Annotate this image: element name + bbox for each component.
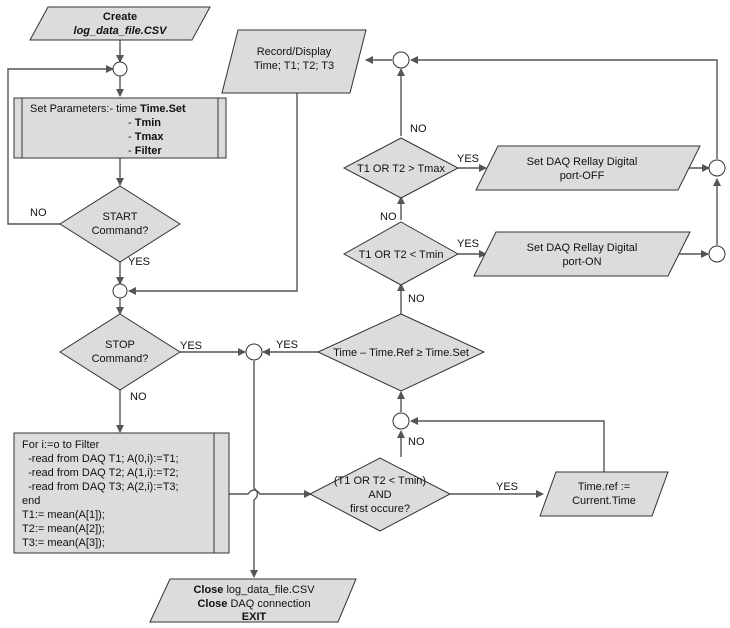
label-first-no: NO bbox=[408, 436, 425, 448]
time-decision: Time – Time.Ref ≥ Time.Set bbox=[316, 313, 486, 392]
tmax-text: T1 OR T2 > Tmax bbox=[357, 163, 445, 175]
start-line2: Command? bbox=[92, 225, 149, 237]
connector-3 bbox=[245, 343, 263, 361]
close-node: Close log_data_file.CSV Close DAQ connec… bbox=[149, 578, 357, 623]
edge-loop-to-first bbox=[229, 489, 312, 498]
relay-on-node: Set DAQ Rellay Digital port-ON bbox=[473, 231, 691, 277]
connector-7 bbox=[708, 245, 726, 263]
loop-line-5: end bbox=[22, 495, 40, 507]
first-line2: AND bbox=[368, 489, 391, 501]
label-first-yes: YES bbox=[496, 481, 518, 493]
record-line2: Time; T1; T2; T3 bbox=[254, 60, 334, 72]
first-line3: first occure? bbox=[350, 503, 410, 515]
stop-line2: Command? bbox=[92, 353, 149, 365]
label-time-yes: YES bbox=[276, 339, 298, 351]
tmin-decision: T1 OR T2 < Tmin bbox=[342, 221, 460, 286]
edge-record-to-c2 bbox=[128, 93, 298, 295]
close-line2: Close DAQ connection bbox=[197, 598, 310, 610]
label-tmin-yes: YES bbox=[457, 238, 479, 250]
label-tmax-yes: YES bbox=[457, 153, 479, 165]
label-time-no: NO bbox=[408, 293, 425, 305]
relay-on-line1: Set DAQ Rellay Digital bbox=[527, 242, 638, 254]
tmax-decision: T1 OR T2 > Tmax bbox=[342, 137, 460, 199]
label-tmin-no: NO bbox=[380, 211, 397, 223]
connector-1 bbox=[112, 61, 128, 77]
connector-2 bbox=[112, 283, 128, 299]
record-line1: Record/Display bbox=[257, 46, 332, 58]
relay-off-line2: port-OFF bbox=[560, 170, 605, 182]
create-line1: Create bbox=[103, 11, 137, 23]
create-node: Create log_data_file.CSV bbox=[29, 6, 211, 41]
start-decision: START Command? bbox=[59, 185, 181, 263]
label-tmax-no: NO bbox=[410, 123, 427, 135]
connector-6 bbox=[708, 159, 726, 177]
params-filter: - Filter bbox=[128, 145, 162, 157]
loop-block: For i:=o to Filter -read from DAQ T1; A(… bbox=[13, 432, 230, 554]
timeref-line1: Time.ref := bbox=[578, 481, 630, 493]
edge-c3-to-close bbox=[250, 361, 259, 578]
loop-line-4: -read from DAQ T3; A(2,i):=T3; bbox=[22, 481, 179, 493]
loop-line-6: T1:= mean(A[1]); bbox=[22, 509, 105, 521]
label-stop-no: NO bbox=[130, 391, 147, 403]
label-start-no: NO bbox=[30, 207, 47, 219]
timeref-node: Time.ref := Current.Time bbox=[539, 471, 669, 517]
loop-line-3: -read from DAQ T2; A(1,i):=T2; bbox=[22, 467, 179, 479]
loop-line-2: -read from DAQ T1; A(0,i):=T1; bbox=[22, 453, 179, 465]
close-line3: EXIT bbox=[242, 611, 267, 623]
time-text: Time – Time.Ref ≥ Time.Set bbox=[333, 347, 469, 359]
branch-labels: NO YES YES NO YES NO NO YES YES NO NO YE… bbox=[30, 123, 518, 493]
loop-line-8: T3:= mean(A[3]); bbox=[22, 537, 105, 549]
edge-timeref-to-c4 bbox=[410, 417, 605, 480]
label-stop-yes: YES bbox=[180, 340, 202, 352]
loop-line-1: For i:=o to Filter bbox=[22, 439, 100, 451]
stop-line1: STOP bbox=[105, 339, 135, 351]
timeref-line2: Current.Time bbox=[572, 495, 636, 507]
relay-off-node: Set DAQ Rellay Digital port-OFF bbox=[475, 145, 701, 191]
connector-5 bbox=[392, 51, 410, 69]
close-line1: Close log_data_file.CSV bbox=[193, 584, 315, 596]
label-start-yes: YES bbox=[128, 256, 150, 268]
first-decision: (T1 OR T2 < Tmin) AND first occure? bbox=[308, 457, 452, 532]
create-line2: log_data_file.CSV bbox=[74, 25, 169, 37]
first-line1: (T1 OR T2 < Tmin) bbox=[334, 475, 426, 487]
start-line1: START bbox=[102, 211, 137, 223]
edge-c6-to-c5 bbox=[410, 56, 718, 159]
params-node: Set Parameters:- time Time.Set - Tmin - … bbox=[13, 97, 227, 159]
edge-start-no-loop bbox=[7, 65, 114, 225]
params-line1: Set Parameters:- time Time.Set bbox=[30, 103, 186, 115]
loop-line-7: T2:= mean(A[2]); bbox=[22, 523, 105, 535]
connector-4 bbox=[392, 412, 410, 430]
params-tmax: - Tmax bbox=[128, 131, 164, 143]
relay-on-line2: port-ON bbox=[562, 256, 601, 268]
tmin-text: T1 OR T2 < Tmin bbox=[359, 249, 444, 261]
params-tmin: - Tmin bbox=[128, 117, 161, 129]
connectors bbox=[112, 51, 726, 430]
relay-off-line1: Set DAQ Rellay Digital bbox=[527, 156, 638, 168]
edges bbox=[7, 40, 721, 578]
record-display-node: Record/Display Time; T1; T2; T3 bbox=[221, 29, 367, 94]
stop-decision: STOP Command? bbox=[59, 313, 181, 391]
